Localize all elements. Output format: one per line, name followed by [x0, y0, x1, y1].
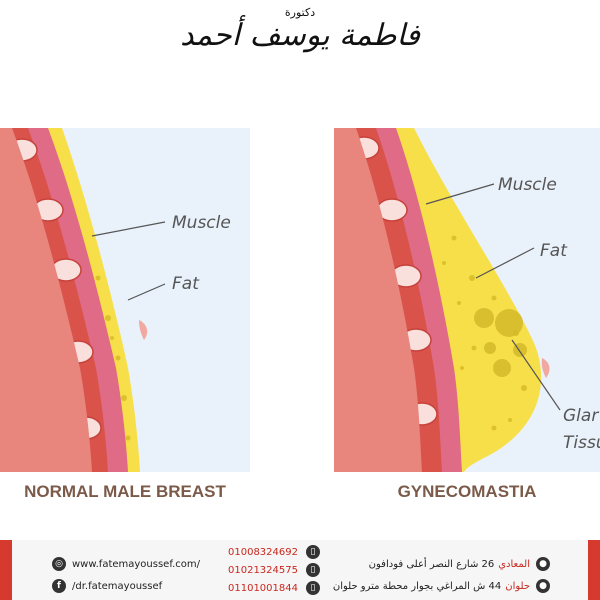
- address-row-2: ● حلوان 44 ش المراغي بجوار محطة مترو حلو…: [333, 576, 550, 596]
- logo: دكتورة فاطمة يوسف أحمد: [0, 6, 600, 53]
- location-pin-icon: ●: [536, 579, 550, 593]
- nipple: [139, 320, 148, 340]
- globe-icon: ◎: [52, 557, 66, 571]
- phone-number[interactable]: 01101001844: [228, 582, 298, 594]
- label-gland-line1: Glar: [563, 406, 599, 426]
- address-city: المعادي: [498, 558, 530, 570]
- accent-bar-right: [588, 540, 600, 600]
- phone-row-3[interactable]: 01101001844 ▯: [228, 578, 320, 598]
- address-text: 26 شارع النصر أعلى فودافون: [368, 558, 495, 570]
- phone-number[interactable]: 01021324575: [228, 564, 298, 576]
- accent-bar-left: [0, 540, 12, 600]
- website-link[interactable]: www.fatemayoussef.com/: [72, 558, 201, 570]
- address-city: حلوان: [505, 580, 530, 592]
- muscle-pointer: [425, 183, 495, 205]
- website-row[interactable]: ◎ www.fatemayoussef.com/: [52, 554, 200, 574]
- logo-title-small: دكتورة: [284, 6, 316, 19]
- muscle-pointer: [91, 221, 166, 237]
- caption-gynecomastia: GYNECOMASTIA: [397, 482, 537, 501]
- caption-normal: NORMAL MALE BREAST: [24, 482, 226, 501]
- address-text: 44 ش المراغي بجوار محطة مترو حلوان: [332, 580, 502, 592]
- glandular-tissue: [474, 308, 527, 377]
- phone-row-2[interactable]: 01021324575 ▯: [228, 560, 320, 580]
- address-row-1: ● المعادي 26 شارع النصر أعلى فودافون: [369, 554, 550, 574]
- fat-pointer: [475, 247, 535, 279]
- skin-body: [0, 128, 92, 472]
- label-muscle: Muscle: [172, 213, 231, 233]
- skin-body: [334, 128, 422, 472]
- facebook-icon: f: [52, 579, 66, 593]
- label-muscle: Muscle: [498, 175, 557, 195]
- normal-breast-diagram: Muscle Fat: [0, 128, 250, 472]
- label-fat: Fat: [540, 241, 568, 261]
- facebook-row[interactable]: f /dr.fatemayoussef: [52, 576, 162, 596]
- phone-icon: ▯: [306, 563, 320, 577]
- fat-pointer: [127, 283, 166, 301]
- label-gland-line2: Tissu: [563, 433, 600, 453]
- fat-dots: [95, 275, 131, 441]
- location-pin-icon: ●: [536, 557, 550, 571]
- phone-icon: ▯: [306, 581, 320, 595]
- label-fat: Fat: [172, 274, 200, 294]
- gynecomastia-diagram: Muscle Fat Glar Tissu: [334, 128, 600, 472]
- gland-pointer: [511, 339, 561, 411]
- phone-row-1[interactable]: 01008324692 ▯: [228, 542, 320, 562]
- facebook-link[interactable]: /dr.fatemayoussef: [72, 580, 163, 592]
- contact-footer: ◎ www.fatemayoussef.com/ f /dr.fatemayou…: [0, 540, 600, 600]
- nipple: [541, 358, 550, 378]
- logo-title-main: فاطمة يوسف أحمد: [180, 18, 420, 53]
- phone-icon: ▯: [306, 545, 320, 559]
- phone-number[interactable]: 01008324692: [228, 546, 298, 558]
